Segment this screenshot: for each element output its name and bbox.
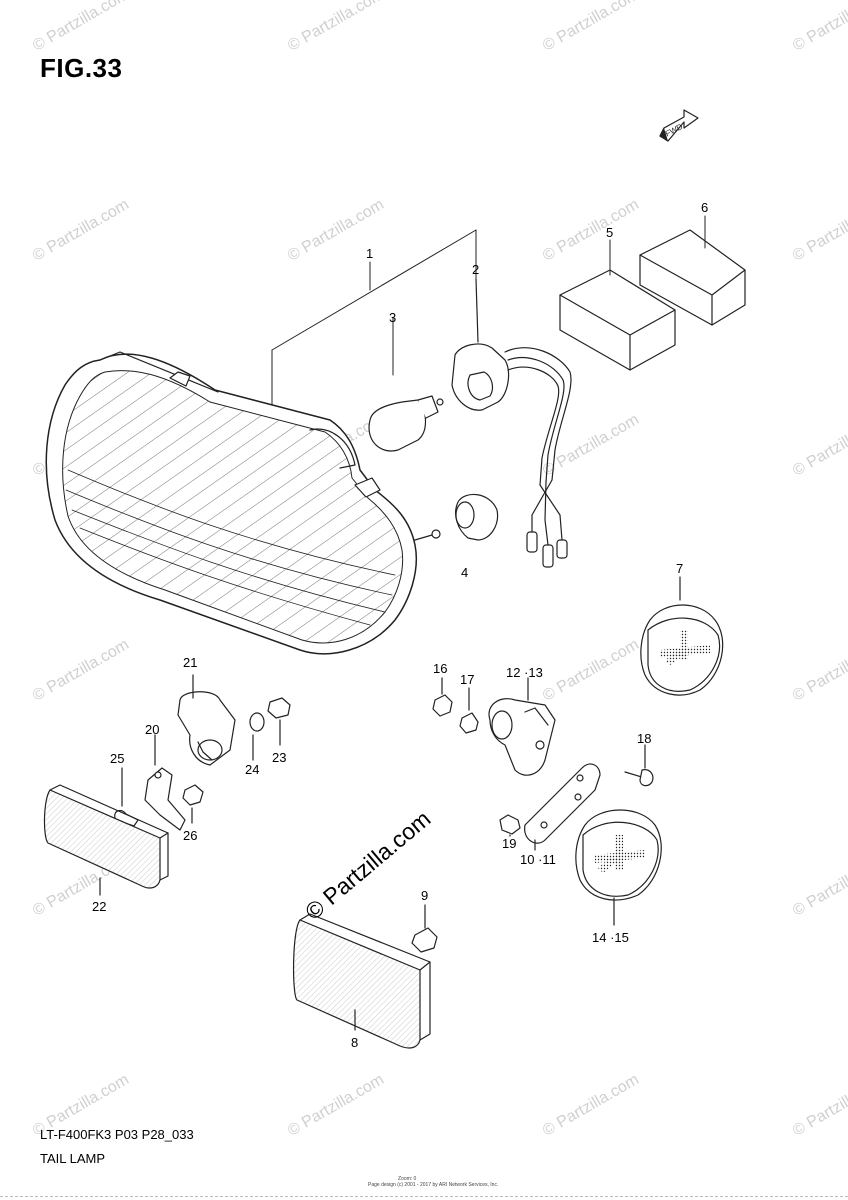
tail-lamp-housing bbox=[45, 351, 441, 655]
cushion-block-5 bbox=[559, 269, 676, 371]
nut-16 bbox=[432, 677, 453, 717]
section-name: TAIL LAMP bbox=[40, 1151, 106, 1166]
rectangular-reflector-22 bbox=[43, 784, 169, 896]
callout-25: 25 bbox=[110, 751, 124, 766]
nut-26 bbox=[182, 784, 204, 824]
round-reflector-7 bbox=[640, 576, 724, 696]
bracket-plate-20 bbox=[144, 734, 186, 831]
collar-17 bbox=[459, 687, 479, 734]
callout-14-15: 14 ·15 bbox=[592, 930, 629, 945]
callout-3: 3 bbox=[389, 310, 396, 325]
model-code: LT-F400FK3 P03 P28_033 bbox=[40, 1127, 194, 1142]
fwd-arrow-icon: FWD bbox=[659, 109, 699, 142]
nut-19 bbox=[499, 814, 521, 837]
collar-24 bbox=[249, 712, 265, 761]
callout-7: 7 bbox=[676, 561, 683, 576]
callout-12-13: 12 ·13 bbox=[506, 665, 543, 680]
footer-zoom: Zoom: 0 bbox=[398, 1176, 417, 1182]
callout-9: 9 bbox=[421, 888, 428, 903]
callout-20: 20 bbox=[145, 722, 159, 737]
cushion-block-6 bbox=[639, 229, 746, 326]
figure-title: FIG.33 bbox=[40, 53, 123, 83]
screw-18 bbox=[624, 744, 654, 787]
callout-26: 26 bbox=[183, 828, 197, 843]
mounting-bracket-12-13 bbox=[488, 677, 556, 776]
callout-8: 8 bbox=[351, 1035, 358, 1050]
callout-leader-1 bbox=[271, 229, 477, 406]
callout-4: 4 bbox=[461, 565, 468, 580]
nut-23 bbox=[267, 697, 291, 746]
callout-21: 21 bbox=[183, 655, 197, 670]
footer-copyright: Page design (c) 2001 - 2017 by ARI Netwo… bbox=[368, 1182, 499, 1188]
page-bottom-divider bbox=[0, 1196, 848, 1197]
callout-5: 5 bbox=[606, 225, 613, 240]
callout-19: 19 bbox=[502, 836, 516, 851]
nut-9 bbox=[411, 904, 438, 953]
callout-2: 2 bbox=[472, 262, 479, 277]
callout-24: 24 bbox=[245, 762, 259, 777]
screw-25 bbox=[114, 767, 139, 827]
callout-17: 17 bbox=[460, 672, 474, 687]
callout-22: 22 bbox=[92, 899, 106, 914]
rubber-grommet bbox=[455, 493, 499, 541]
callout-6: 6 bbox=[701, 200, 708, 215]
callout-1: 1 bbox=[366, 246, 373, 261]
round-reflector-14-15 bbox=[575, 809, 662, 926]
reflector-bracket-plate bbox=[524, 763, 601, 851]
bulb-socket-harness bbox=[451, 278, 572, 568]
callout-18: 18 bbox=[637, 731, 651, 746]
callout-labels: 1 2 3 4 5 6 7 8 9 10 ·11 12 ·13 14 ·15 1… bbox=[92, 200, 708, 1050]
bulb bbox=[368, 395, 444, 452]
callout-16: 16 bbox=[433, 661, 447, 676]
callout-23: 23 bbox=[272, 750, 286, 765]
bracket-21 bbox=[177, 674, 236, 766]
rectangular-reflector-8 bbox=[292, 913, 431, 1049]
callout-10-11: 10 ·11 bbox=[520, 852, 556, 867]
